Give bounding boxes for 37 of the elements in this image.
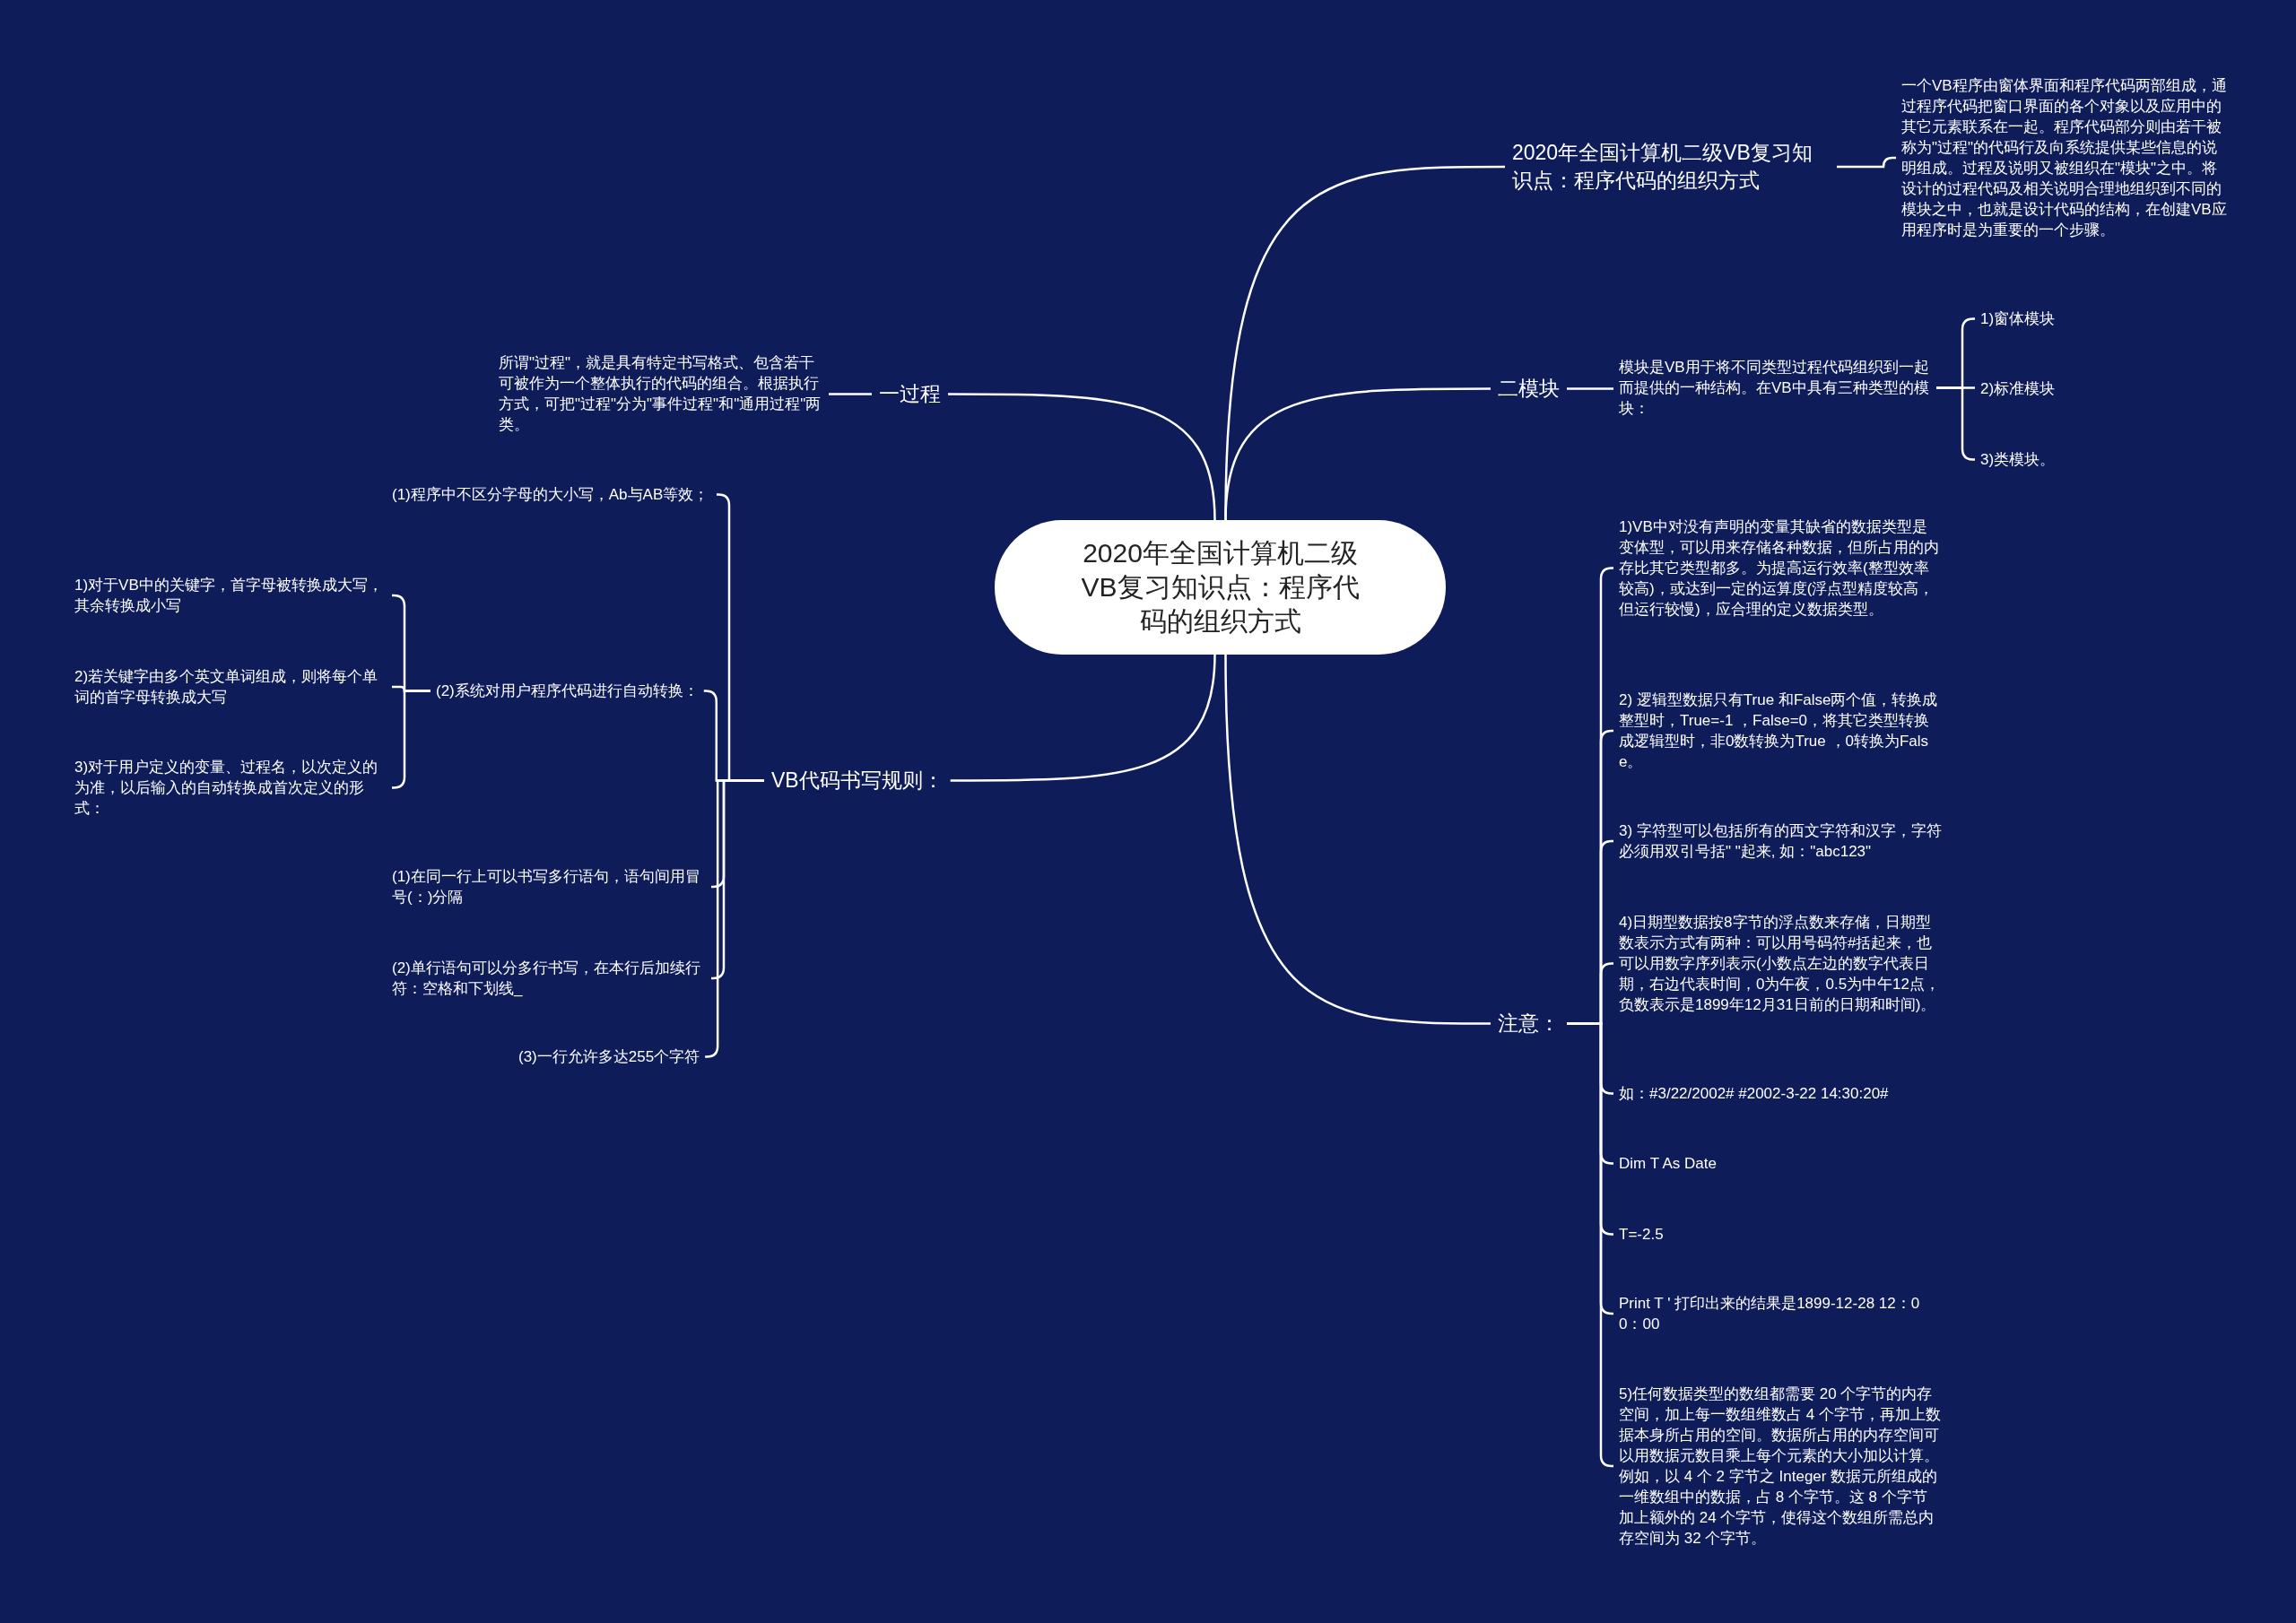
note-text: 一个VB程序由窗体界面和程序代码两部组成，通过程序代码把窗口界面的各个对象以及应用中的其它元素联系在一起。程序代码部分则由若干被称为"过程"的代码行及向系统提供某些信息的说明组成。过程及说明又被组织在"模块"之中。将设计的过程代码及相关说明合理地组织到不同的模块之中，也就是设计代码的结构，在创建VB应用程序时是为重要的一个步骤。: [1896, 75, 2235, 240]
note-text: Dim T As Date: [1613, 1153, 1947, 1174]
branch-label: 一过程: [872, 380, 948, 408]
note-text: (1)在同一行上可以书写多行语句，语句间用冒号(：)分隔: [387, 866, 711, 907]
topic-bubble: 2020年全国计算机二级VB复习知识点：程序代码的组织方式: [995, 520, 1446, 655]
note-text: 如：#3/22/2002# #2002-3-22 14:30:20#: [1613, 1083, 1947, 1104]
note-text: 3)对于用户定义的变量、过程名，以次定义的为准，以后输入的自动转换成首次定义的形式：: [69, 757, 392, 819]
branch-label: 二模块: [1491, 375, 1567, 403]
note-text: (1)程序中不区分字母的大小写，Ab与AB等效；: [387, 484, 717, 505]
connector-line: [948, 393, 1216, 521]
note-text: (2)系统对用户程序代码进行自动转换：: [430, 681, 704, 701]
note-text: 1)VB中对没有声明的变量其缺省的数据类型是变体型，可以用来存储各种数据，但所占用的内存比其它类型都多。为提高运行效率(整型效率较高)，或达到一定的运算度(浮点型精度较高，但运行较慢)，应合理的定义数据类型。: [1613, 516, 1947, 620]
note-text: 2)若关键字由多个英文单词组成，则将每个单词的首字母转换成大写: [69, 666, 392, 707]
note-text: Print T ' 打印出来的结果是1899-12-28 12：00：00: [1613, 1293, 1947, 1334]
connector-line: [1224, 654, 1491, 1025]
note-text: 3)类模块。: [1975, 449, 2061, 470]
connector-line: [950, 654, 1216, 782]
note-text: 4)日期型数据按8字节的浮点数来存储，日期型数表示方式有两种：可以用号码符#括起来，也可以用数字序列表示(小数点左边的数字代表日期，右边代表时间，0为午夜，0.5为中午12点，负数表示是1899年12月31日前的日期和时间)。: [1613, 912, 1947, 1015]
connector-line: [1837, 156, 1896, 169]
note-text: 1)窗体模块: [1975, 308, 2061, 329]
branch-label: 注意：: [1491, 1010, 1567, 1037]
connector-line: [1224, 387, 1491, 521]
connector-line: [829, 393, 872, 395]
note-text: 1)对于VB中的关键字，首字母被转换成大写，其余转换成小写: [69, 575, 392, 616]
note-text: 3) 字符型可以包括所有的西文字符和汉字，字符必须用双引号括" "起来, 如："abc123": [1613, 820, 1947, 862]
note-text: 模块是VB用于将不同类型过程代码组织到一起而提供的一种结构。在VB中具有三种类型的模块：: [1613, 357, 1936, 419]
branch-label: 2020年全国计算机二级VB复习知识点：程序代码的组织方式: [1505, 139, 1837, 195]
note-text: 2) 逻辑型数据只有True 和False两个值，转换成整型时，True=-1 ，False=0，将其它类型转换成逻辑型时，非0数转换为True ，0转换为False。: [1613, 690, 1947, 772]
note-text: 2)标准模块: [1975, 378, 2061, 399]
note-text: T=-2.5: [1613, 1224, 1947, 1245]
branch-label: VB代码书写规则：: [764, 767, 951, 794]
note-text: 5)任何数据类型的数组都需要 20 个字节的内存空间，加上每一数组维数占 4 个字节，再加上数据本身所占用的空间。数据所占用的内存空间可以用数据元数目乘上每个元素的大小加以计算。例如，以 4 个 2 字节之 Integer 数据元所组成的一维数组中的数据，占 8 个字节。这 8 个字节加上额外的 24 个字节，使得这个数组所需总内存空间为 32 个字节。: [1613, 1384, 1947, 1549]
note-text: (2)单行语句可以分多行书写，在本行后加续行符：空格和下划线_: [387, 958, 711, 999]
connector-line: [1567, 387, 1613, 390]
connector-line: [705, 779, 764, 1058]
note-text: (3)一行允许多达255个字符: [513, 1046, 706, 1067]
note-text: 所谓"过程"，就是具有特定书写格式、包含若干可被作为一个整体执行的代码的组合。根据执行方式，可把"过程"分为"事件过程"和"通用过程"两类。: [493, 352, 829, 435]
